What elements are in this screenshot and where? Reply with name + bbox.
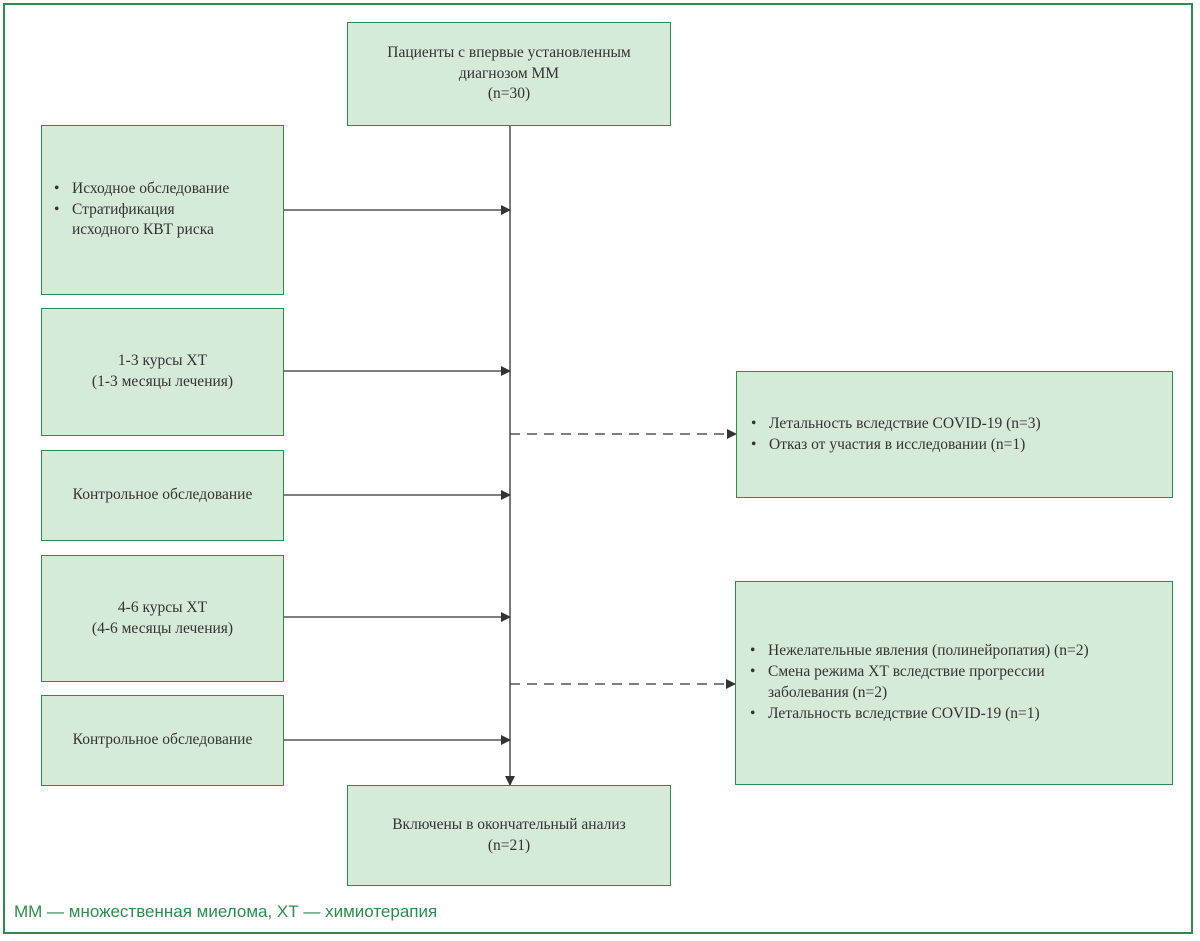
- courses-1-3-line2: (1-3 месяцы лечения): [91, 373, 234, 390]
- exclusion-regimen-change-line1: Смена режима ХТ вследствие прогрессии: [768, 663, 1045, 681]
- exclusion-regimen-change: Смена режима ХТ вследствие прогрессии за…: [746, 662, 1172, 704]
- box-newly-diagnosed-patients: Пациенты с впервые установленным диагноз…: [347, 22, 671, 126]
- baseline-item-risk-stratification: Стратификация исходного КВТ риска: [50, 200, 283, 242]
- courses-4-6-line2: (4-6 месяцы лечения): [91, 619, 234, 637]
- box-courses-4-6: 4-6 курсы ХТ (4-6 месяцы лечения): [41, 555, 284, 682]
- exclusion-regimen-change-line2: заболевания (n=2): [768, 684, 888, 701]
- exclusions-1-list: Летальность вследствие COVID-19 (n=3) От…: [747, 414, 1172, 456]
- control-exam-1-label: Контрольное обследование: [72, 486, 253, 504]
- box-exclusions-1: Летальность вследствие COVID-19 (n=3) От…: [736, 371, 1173, 498]
- box-baseline-examination: Исходное обследование Стратификация исхо…: [41, 125, 284, 295]
- final-box-line2: (n=21): [487, 836, 531, 854]
- exclusion-covid-death-2: Летальность вследствие COVID-19 (n=1): [746, 704, 1172, 725]
- box-final-analysis: Включены в окончательный анализ (n=21): [347, 785, 671, 886]
- courses-1-3-line1: 1-3 курсы ХТ: [117, 352, 208, 370]
- top-box-line2: диагнозом ММ: [458, 64, 560, 82]
- exclusion-withdrawal: Отказ от участия в исследовании (n=1): [747, 435, 1172, 456]
- exclusion-covid-death: Летальность вследствие COVID-19 (n=3): [747, 414, 1172, 435]
- top-box-line1: Пациенты с впервые установленным: [387, 43, 631, 61]
- baseline-list: Исходное обследование Стратификация исхо…: [50, 179, 283, 242]
- box-courses-1-3: 1-3 курсы ХТ (1-3 месяцы лечения): [41, 308, 284, 436]
- exclusion-adverse-events: Нежелательные явления (полинейропатия) (…: [746, 641, 1172, 662]
- baseline-item2-line2: исходного КВТ риска: [72, 221, 214, 239]
- exclusions-2-list: Нежелательные явления (полинейропатия) (…: [746, 641, 1172, 725]
- control-exam-2-label: Контрольное обследование: [72, 731, 253, 749]
- courses-4-6-line1: 4-6 курсы ХТ: [117, 598, 208, 616]
- box-control-exam-2: Контрольное обследование: [41, 695, 284, 786]
- figure-caption: ММ — множественная миелома, ХТ — химиоте…: [14, 902, 438, 921]
- baseline-item2-line1: Стратификация: [72, 200, 175, 218]
- box-exclusions-2: Нежелательные явления (полинейропатия) (…: [735, 581, 1173, 785]
- box-control-exam-1: Контрольное обследование: [41, 450, 284, 541]
- top-box-line3: (n=30): [487, 85, 531, 103]
- baseline-item-initial-exam: Исходное обследование: [50, 179, 283, 200]
- final-box-line1: Включены в окончательный анализ: [392, 815, 626, 833]
